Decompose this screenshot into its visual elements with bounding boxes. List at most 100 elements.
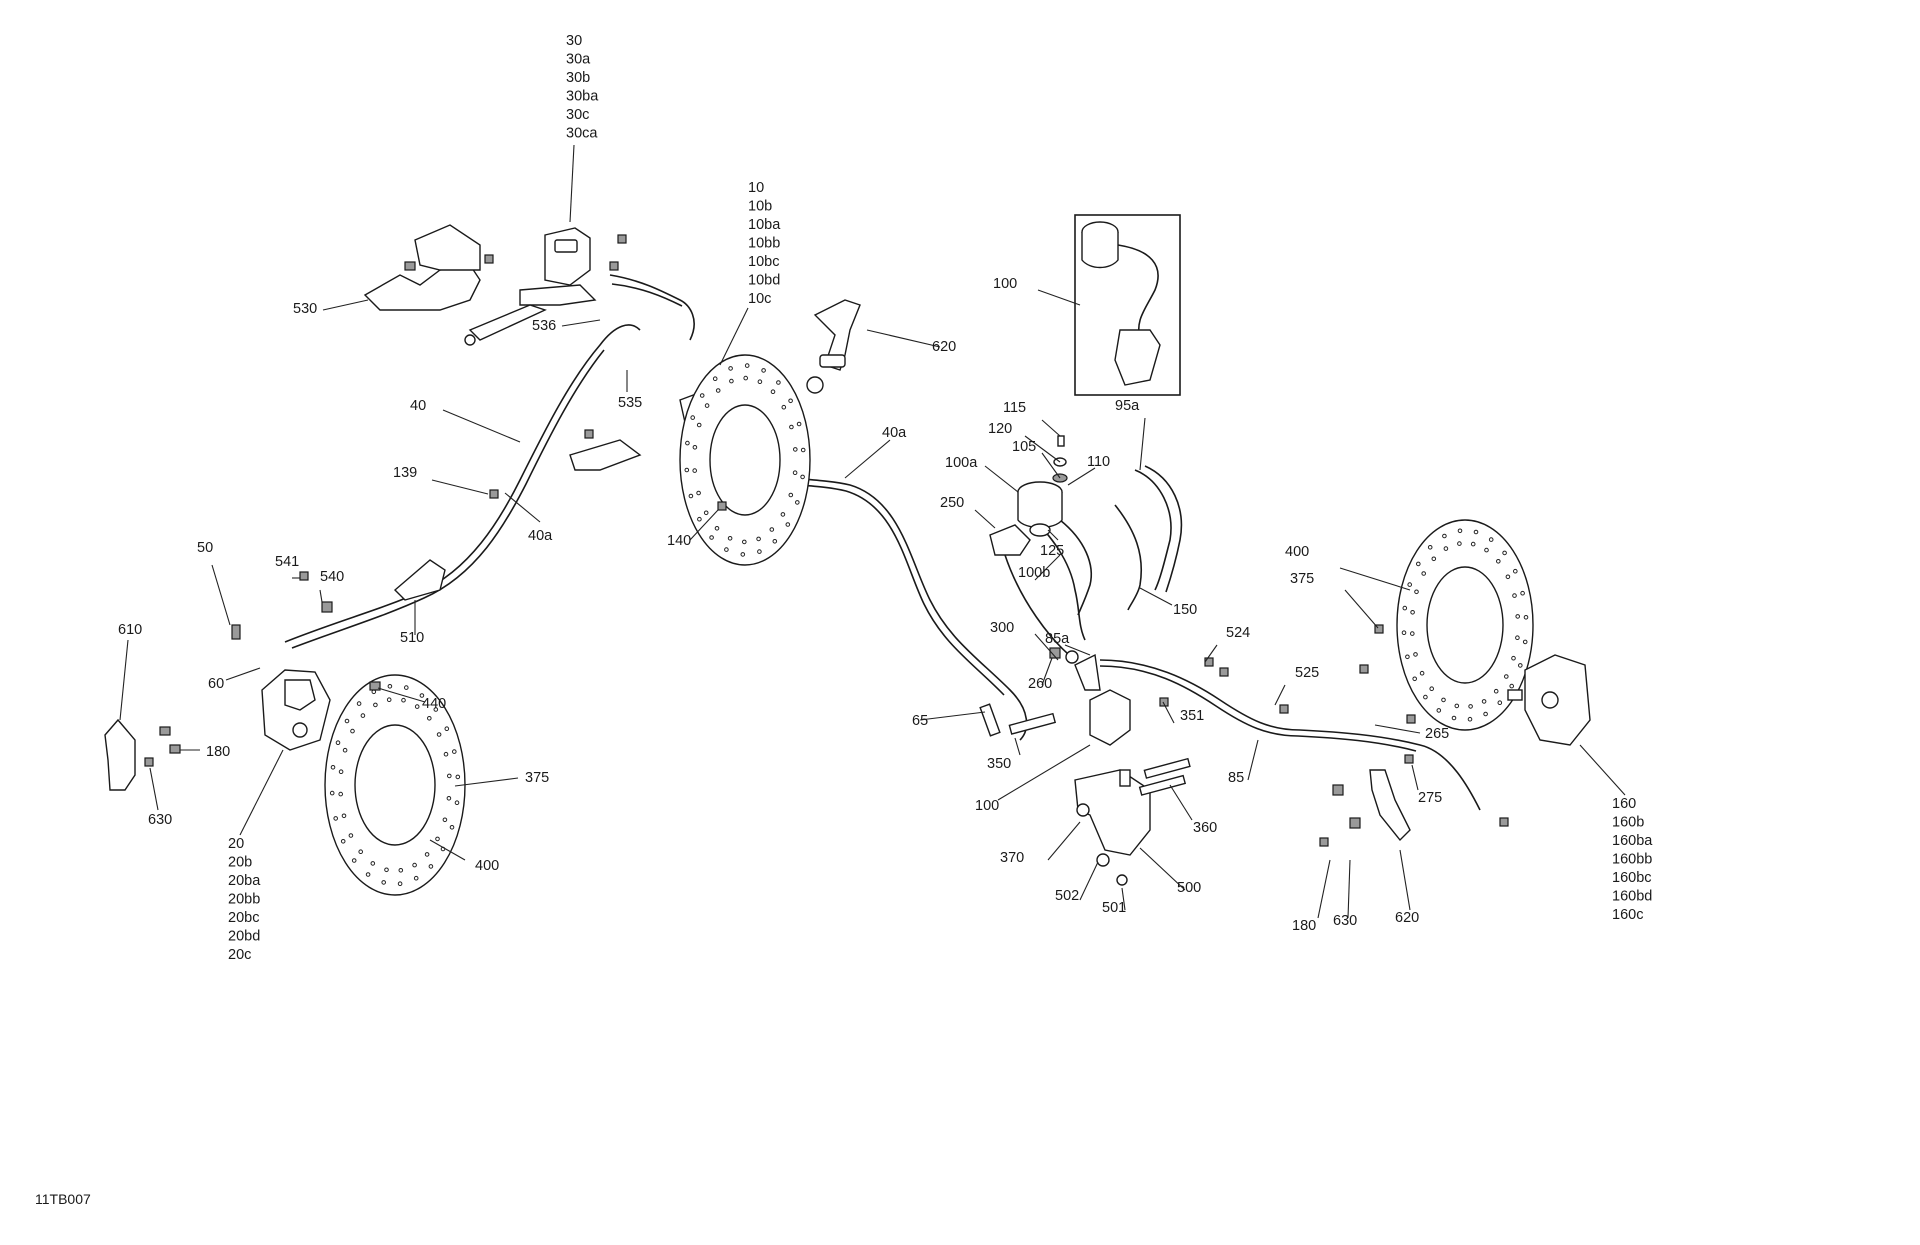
callout-540: 540 bbox=[320, 569, 344, 585]
disc-hole bbox=[1410, 631, 1415, 636]
callout-501: 501 bbox=[1102, 900, 1126, 916]
disc-hole bbox=[358, 849, 364, 855]
callout-line: 30c bbox=[566, 107, 589, 123]
callout-110: 110 bbox=[1087, 454, 1110, 470]
callout-line: 100b bbox=[1018, 565, 1050, 581]
callout-65: 65 bbox=[912, 713, 928, 729]
callout-line: 10b bbox=[748, 199, 772, 215]
hose-100b-b bbox=[1059, 519, 1092, 616]
callout-line: 525 bbox=[1295, 665, 1319, 681]
callout-40a-right: 40a bbox=[882, 425, 907, 441]
disc-hole bbox=[697, 516, 702, 522]
callout-line: 502 bbox=[1055, 888, 1079, 904]
callout-line: 20c bbox=[228, 947, 251, 963]
disc-hole bbox=[330, 765, 336, 770]
disc-hole bbox=[427, 716, 432, 721]
hose-150 bbox=[1114, 504, 1143, 611]
callout-line: 20 bbox=[228, 836, 244, 852]
callout-300: 300 bbox=[990, 620, 1014, 636]
callout-125: 125 bbox=[1040, 543, 1064, 559]
callout-line: 275 bbox=[1418, 790, 1442, 806]
callout-line: 400 bbox=[1285, 544, 1309, 560]
callout-line: 20ba bbox=[228, 873, 261, 889]
callout-line: 300 bbox=[990, 620, 1014, 636]
callout-line: 20bc bbox=[228, 910, 259, 926]
callout-line: 115 bbox=[1003, 400, 1026, 416]
disc-hole bbox=[1520, 590, 1525, 596]
disc-hole bbox=[370, 861, 376, 866]
callout-line: 40a bbox=[528, 528, 553, 544]
callout-50: 50 bbox=[197, 540, 213, 556]
callout-610: 610 bbox=[118, 622, 142, 638]
disc-hole bbox=[761, 368, 766, 373]
disc-hole bbox=[348, 833, 354, 838]
guide-510 bbox=[393, 559, 446, 601]
callout-139: 139 bbox=[393, 465, 417, 481]
callout-line: 30a bbox=[566, 52, 591, 68]
callout-line: 85 bbox=[1228, 770, 1244, 786]
small-fittings bbox=[144, 489, 1509, 847]
disc-hole bbox=[712, 376, 718, 382]
callout-line: 30ba bbox=[566, 89, 599, 105]
disc-hole bbox=[715, 388, 721, 393]
disc-hole bbox=[770, 389, 776, 395]
disc-hole bbox=[381, 880, 387, 885]
disc-hole bbox=[704, 403, 710, 408]
callout-100a: 100a bbox=[945, 455, 978, 471]
disc-hole bbox=[800, 447, 806, 453]
disc-hole bbox=[342, 747, 348, 753]
callout-line: 40a bbox=[882, 425, 907, 441]
callout-line: 620 bbox=[1395, 910, 1419, 926]
disc-hole bbox=[454, 800, 460, 806]
callout-line: 501 bbox=[1102, 900, 1126, 916]
disc-hole bbox=[684, 467, 690, 473]
disc-hole bbox=[350, 728, 355, 734]
disc-hole bbox=[1413, 652, 1418, 657]
disc-hole bbox=[344, 718, 350, 724]
disc-hole bbox=[724, 547, 729, 552]
callout-180-right: 180 bbox=[1292, 918, 1316, 934]
callout-line: 160c bbox=[1612, 907, 1643, 923]
callout-line: 180 bbox=[206, 744, 230, 760]
disc-hole bbox=[360, 713, 366, 718]
callout-500: 500 bbox=[1177, 880, 1201, 896]
bolt-360 bbox=[1138, 757, 1191, 796]
disc-hole bbox=[442, 817, 448, 823]
callout-line: 105 bbox=[1012, 439, 1036, 455]
callout-100-lower: 100 bbox=[975, 798, 999, 814]
callout-line: 360 bbox=[1193, 820, 1217, 836]
disc-hole bbox=[1405, 654, 1410, 660]
callout-line: 370 bbox=[1000, 850, 1024, 866]
callout-275: 275 bbox=[1418, 790, 1442, 806]
disc-hole bbox=[1505, 574, 1511, 580]
hose-95a-b bbox=[1144, 465, 1183, 593]
callout-85a: 85a bbox=[1045, 631, 1070, 647]
disc-hole bbox=[449, 825, 455, 830]
callout-line: 125 bbox=[1040, 543, 1064, 559]
callout-180-left: 180 bbox=[206, 744, 230, 760]
callout-line: 160bb bbox=[1612, 852, 1652, 868]
callout-line: 375 bbox=[1290, 571, 1314, 587]
disc-hole bbox=[685, 440, 690, 446]
callout-440: 440 bbox=[422, 696, 446, 712]
disc-hole bbox=[433, 707, 439, 712]
disc-hole bbox=[776, 380, 781, 385]
callout-630-left: 630 bbox=[148, 812, 172, 828]
callout-line: 400 bbox=[475, 858, 499, 874]
callout-100-box: 100 bbox=[993, 276, 1017, 292]
disc-hole bbox=[699, 393, 705, 398]
callout-line: 100a bbox=[945, 455, 978, 471]
disc-hole bbox=[329, 790, 335, 796]
pedal-620-top bbox=[806, 299, 861, 394]
disc-hole bbox=[1427, 545, 1433, 550]
callout-line: 540 bbox=[320, 569, 344, 585]
brake-lines bbox=[284, 274, 1481, 811]
callout-60: 60 bbox=[208, 676, 224, 692]
disc-hole bbox=[435, 836, 440, 842]
disc-hole bbox=[1473, 529, 1479, 535]
disc-hole bbox=[333, 816, 339, 821]
disc-hole bbox=[800, 474, 805, 480]
callout-502: 502 bbox=[1055, 888, 1079, 904]
